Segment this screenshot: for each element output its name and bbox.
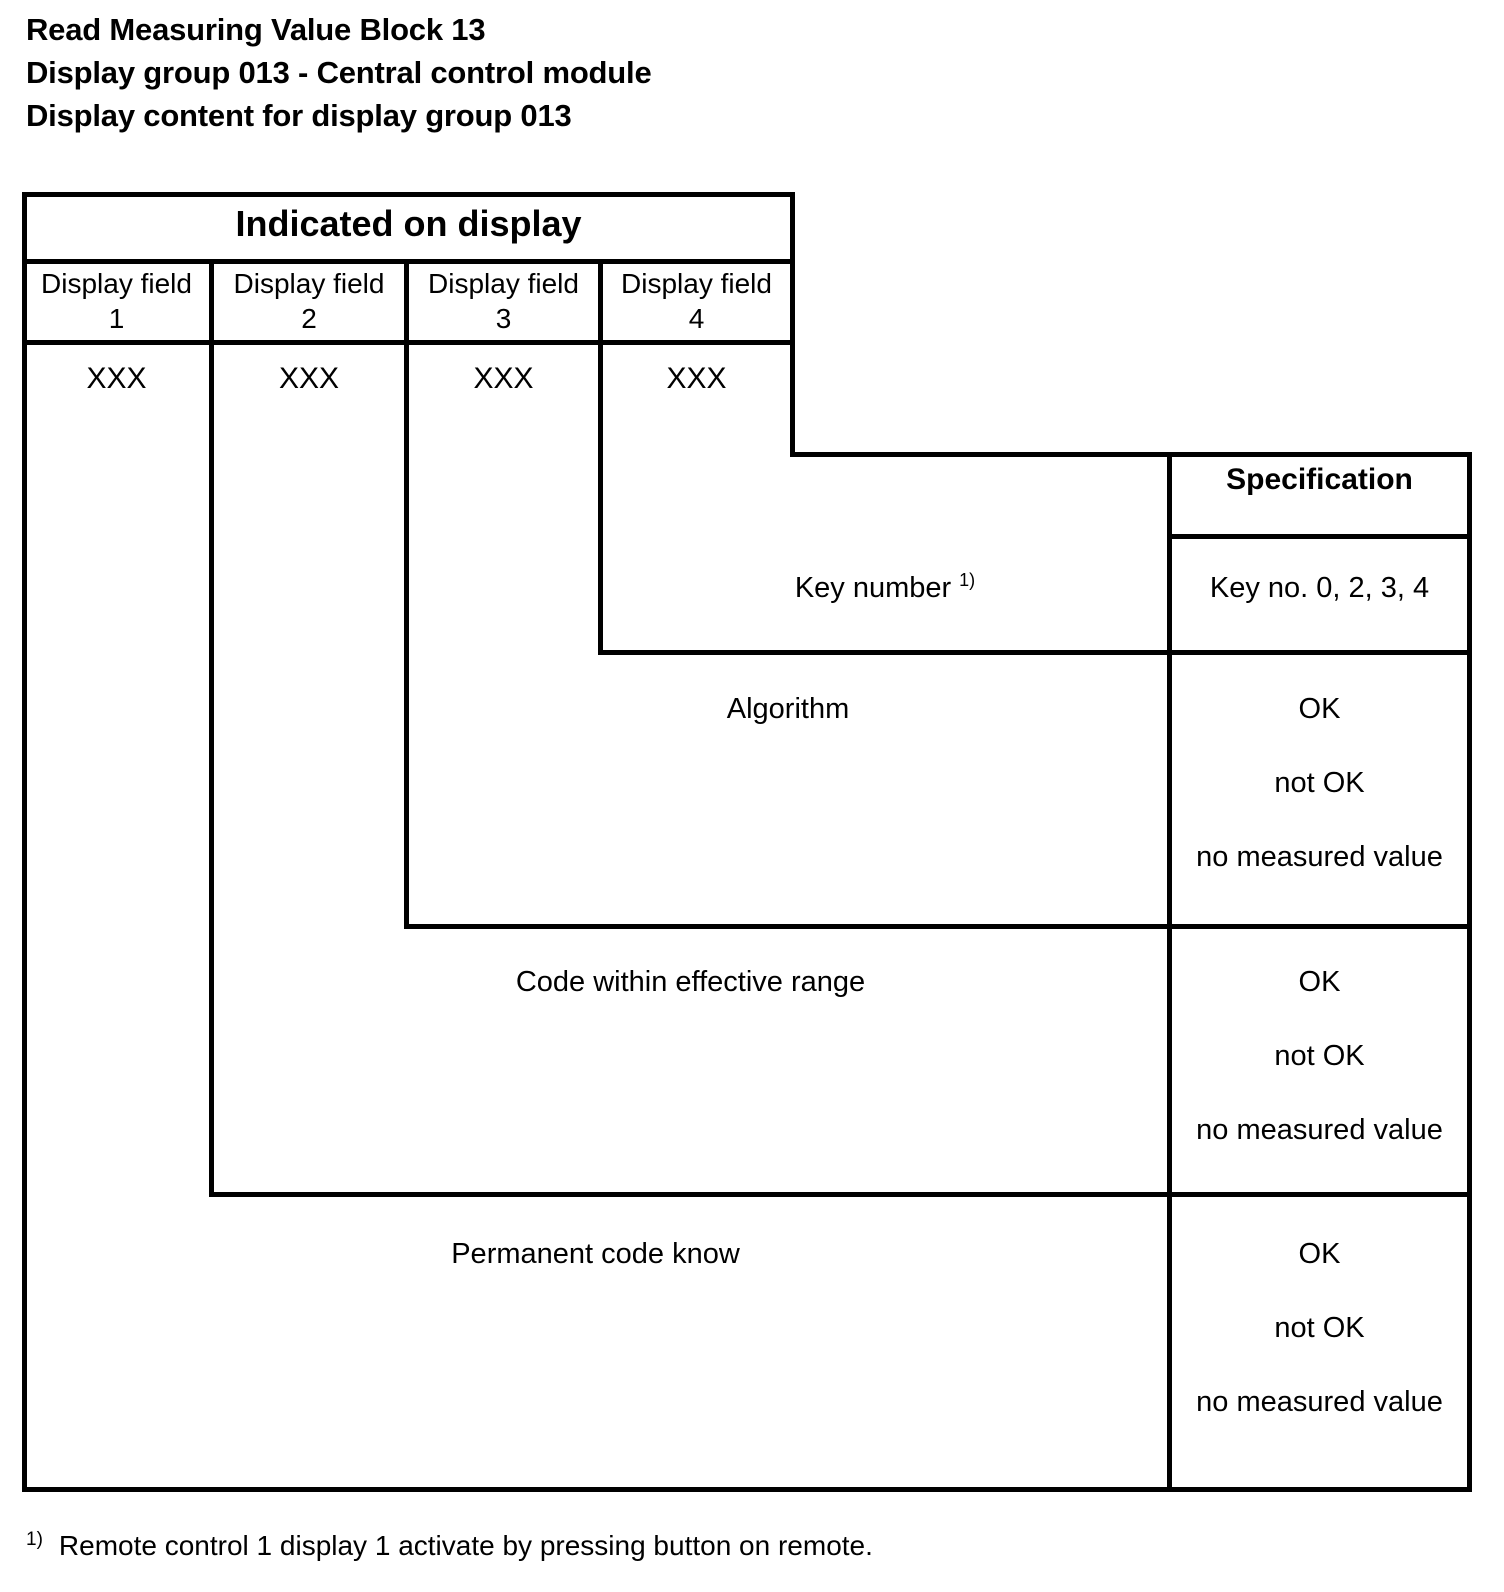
column-header-display-field-2: Display field 2: [214, 266, 404, 336]
column-header-number-1: 1: [108, 303, 125, 334]
border-top-banner: [22, 192, 795, 197]
row-label-algorithm: Algorithm: [409, 693, 1167, 726]
display-field-value-1: XXX: [86, 362, 147, 395]
border-col4-right: [790, 192, 795, 457]
spec-value-item: no measured value: [1196, 1114, 1443, 1146]
display-field-value-2: XXX: [278, 362, 340, 395]
row-label-algorithm-text: Algorithm: [726, 693, 850, 725]
spec-value-item: Key no. 0, 2, 3, 4: [1209, 572, 1430, 604]
column-header-number-2: 2: [301, 303, 317, 334]
column-header-display-field-1: Display field 1: [24, 266, 209, 336]
heading-line-1: Read Measuring Value Block 13: [26, 12, 486, 47]
spec-value-item: not OK: [1274, 1312, 1365, 1344]
spec-values-code-within-effective-range: OK not OK no measured value: [1172, 966, 1467, 1147]
banner-indicated-on-display: Indicated on display: [235, 203, 582, 244]
column-header-number-4: 4: [688, 303, 705, 334]
row-label-permanent-code-know: Permanent code know: [24, 1238, 1167, 1271]
footnote-marker: 1): [26, 1528, 43, 1550]
row-label-key-number-text: Key number: [794, 572, 952, 604]
spec-values-algorithm: OK not OK no measured value: [1172, 693, 1467, 874]
display-field-value-4: XXX: [666, 362, 727, 395]
column-header-label-1: Display field: [41, 268, 192, 299]
border-step-3: [404, 924, 1472, 929]
border-col2-col3: [404, 259, 409, 929]
column-header-label-2: Display field: [233, 268, 385, 299]
spec-values-key-number: Key no. 0, 2, 3, 4: [1172, 572, 1467, 605]
border-step-4: [209, 1192, 1472, 1197]
footnote-text: Remote control 1 display 1 activate by p…: [58, 1530, 873, 1561]
spec-column-header: Specification: [1226, 463, 1413, 496]
column-header-display-field-3: Display field 3: [409, 266, 598, 336]
spec-value-item: OK: [1298, 1238, 1341, 1270]
heading-line-2: Display group 013 - Central control modu…: [26, 55, 652, 90]
border-step-2: [598, 650, 1472, 655]
row-label-code-within-effective-range: Code within effective range: [214, 966, 1167, 999]
border-table-bottom: [22, 1487, 1472, 1492]
spec-value-item: no measured value: [1196, 1386, 1443, 1418]
border-right-outer: [1467, 452, 1472, 1492]
border-spec-left: [1167, 452, 1172, 1492]
spec-value-item: no measured value: [1196, 841, 1443, 873]
column-header-number-3: 3: [495, 303, 512, 334]
heading-line-3: Display content for display group 013: [26, 98, 572, 133]
border-spec-header-bottom: [1167, 534, 1472, 539]
spec-value-item: OK: [1298, 966, 1341, 998]
border-step-1: [795, 452, 1472, 457]
row-label-code-within-effective-range-text: Code within effective range: [515, 966, 866, 998]
row-label-permanent-code-know-text: Permanent code know: [451, 1238, 740, 1270]
row-label-key-number: Key number 1): [603, 570, 1167, 605]
spec-values-permanent-code-know: OK not OK no measured value: [1172, 1238, 1467, 1419]
border-col3-col4: [598, 259, 603, 655]
border-left-outer: [22, 192, 27, 1492]
spec-value-item: not OK: [1274, 1040, 1365, 1072]
spec-value-item: not OK: [1274, 767, 1365, 799]
column-header-label-4: Display field: [621, 268, 772, 299]
border-col1-col2: [209, 259, 214, 1197]
footnote-marker-key-number: 1): [959, 570, 976, 591]
spec-value-item: OK: [1298, 693, 1341, 725]
display-field-value-3: XXX: [473, 362, 534, 395]
footnote: 1) Remote control 1 display 1 activate by…: [26, 1530, 873, 1562]
column-header-display-field-4: Display field 4: [603, 266, 790, 336]
document-headings: Read Measuring Value Block 13 Display gr…: [26, 8, 1226, 137]
column-header-label-3: Display field: [428, 268, 579, 299]
